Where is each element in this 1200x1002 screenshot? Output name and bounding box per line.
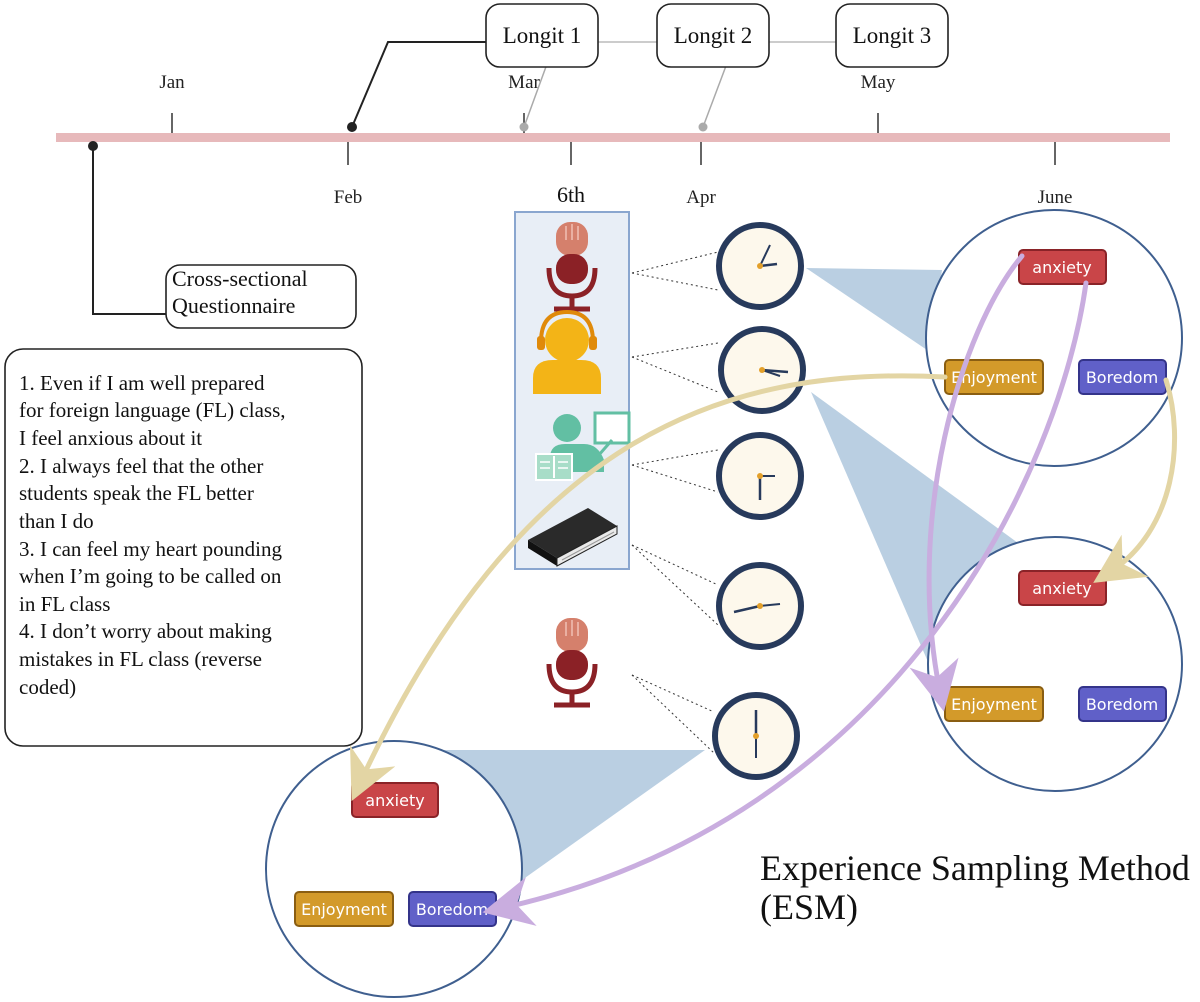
headset-person-icon (533, 309, 601, 394)
month-label-apr: Apr (686, 187, 716, 208)
esm-title-line2: (ESM) (760, 887, 858, 927)
connector-line (631, 342, 719, 358)
tag-anxiety-label: anxiety (1032, 579, 1091, 598)
longit-2-marker (519, 122, 529, 132)
questionnaire-line: than I do (19, 509, 94, 533)
month-label-may: May (861, 72, 896, 93)
questionnaire-line: 2. I always feel that the other (19, 454, 263, 478)
longit-3-label: Longit 3 (853, 23, 932, 48)
questionnaire-line: for foreign language (FL) class, (19, 398, 286, 422)
connector-line (631, 449, 719, 466)
emotion-circle (925, 209, 1183, 467)
book-icon (528, 508, 618, 567)
timeline-bar (56, 133, 1170, 142)
longit-boxes: Longit 1 Longit 2 Longit 3 (485, 3, 949, 68)
clock-icon (718, 326, 806, 414)
clocks (712, 222, 806, 780)
cross-sectional-frame (165, 264, 357, 329)
cross-sectional-box: Cross-sectional Questionnaire (165, 264, 357, 329)
tag-boredom (1078, 686, 1167, 722)
microphone-icon (546, 222, 598, 312)
tag-enjoyment-label: Enjoyment (951, 368, 1037, 387)
timeline: Jan Mar May Feb 6th Apr June (56, 72, 1170, 208)
tag-enjoyment-label: Enjoyment (301, 900, 387, 919)
longit-3-marker (698, 122, 708, 132)
tag-anxiety (1018, 249, 1107, 285)
month-label-mar: Mar (508, 72, 540, 93)
clock-connectors (631, 251, 719, 754)
longit-1-box (485, 3, 599, 68)
cross-sectional-label-line2: Questionnaire (172, 293, 295, 318)
connector-line (631, 674, 715, 713)
longit-2-box (656, 3, 770, 68)
clock-icon (716, 562, 804, 650)
tag-enjoyment (294, 891, 394, 927)
arrow-anxiety-to-boredom (482, 280, 1089, 926)
cone-top-right (806, 268, 942, 352)
longit-1-marker (347, 122, 357, 132)
longit-3-box (835, 3, 949, 68)
arrow-boredom-to-anxiety (1093, 377, 1178, 583)
longit-1-connector (351, 41, 486, 128)
questionnaire-line: mistakes in FL class (reverse (19, 647, 262, 671)
tag-anxiety-label: anxiety (365, 791, 424, 810)
emotion-circle-bottom-left: anxiety Enjoyment Boredom (265, 740, 523, 998)
tag-boredom-label: Boredom (1086, 695, 1158, 714)
emotion-circle-top-right: anxiety Enjoyment Boredom (925, 209, 1183, 467)
microphone-icon (546, 618, 598, 708)
activity-panel (514, 211, 631, 570)
questionnaire-box: 1. Even if I am well prepared for foreig… (4, 348, 363, 747)
longit-1-label: Longit 1 (503, 23, 582, 48)
connector-line (631, 464, 719, 493)
cross-sectional-marker (88, 141, 98, 151)
questionnaire-line: coded) (19, 675, 76, 699)
tag-anxiety (1018, 570, 1107, 606)
cross-sectional-label-line1: Cross-sectional (172, 266, 308, 291)
connector-line (631, 272, 719, 291)
tag-enjoyment-label: Enjoyment (951, 695, 1037, 714)
connector-line (631, 544, 719, 586)
connector-line (631, 674, 715, 754)
arrow-enjoyment-to-anxiety (350, 373, 948, 802)
month-label-june: June (1038, 187, 1073, 208)
month-label-jan: Jan (159, 72, 185, 93)
questionnaire-line: when I’m going to be called on (19, 564, 282, 588)
emotion-circle (265, 740, 523, 998)
tag-boredom-label: Boredom (1086, 368, 1158, 387)
connector-line (631, 544, 719, 626)
questionnaire-line: 1. Even if I am well prepared (19, 371, 265, 395)
questionnaire-line: 3. I can feel my heart pounding (19, 537, 282, 561)
relationship-arrows (350, 253, 1178, 926)
month-label-feb: Feb (334, 187, 363, 208)
emotion-circle-mid-right: anxiety Enjoyment Boredom (927, 536, 1183, 792)
connector-line (631, 356, 719, 393)
questionnaire-line: in FL class (19, 592, 110, 616)
esm-title-line1: Experience Sampling Method (760, 848, 1190, 888)
arrow-anxiety-to-enjoyment (909, 253, 1025, 712)
questionnaire-line: students speak the FL better (19, 481, 254, 505)
tag-boredom-label: Boredom (416, 900, 488, 919)
clock-icon (716, 432, 804, 520)
connector-line (631, 251, 719, 274)
questionnaire-line: I feel anxious about it (19, 426, 202, 450)
teacher-board-icon (535, 411, 631, 481)
questionnaire-line: 4. I don’t worry about making (19, 619, 272, 643)
tag-anxiety-label: anxiety (1032, 258, 1091, 277)
tag-boredom (1078, 359, 1167, 395)
month-label-6th: 6th (557, 182, 585, 207)
clock-icon (716, 222, 804, 310)
questionnaire-frame (4, 348, 363, 747)
clock-icon (712, 692, 800, 780)
cross-sectional-connector (92, 146, 166, 315)
longit-2-label: Longit 2 (674, 23, 753, 48)
